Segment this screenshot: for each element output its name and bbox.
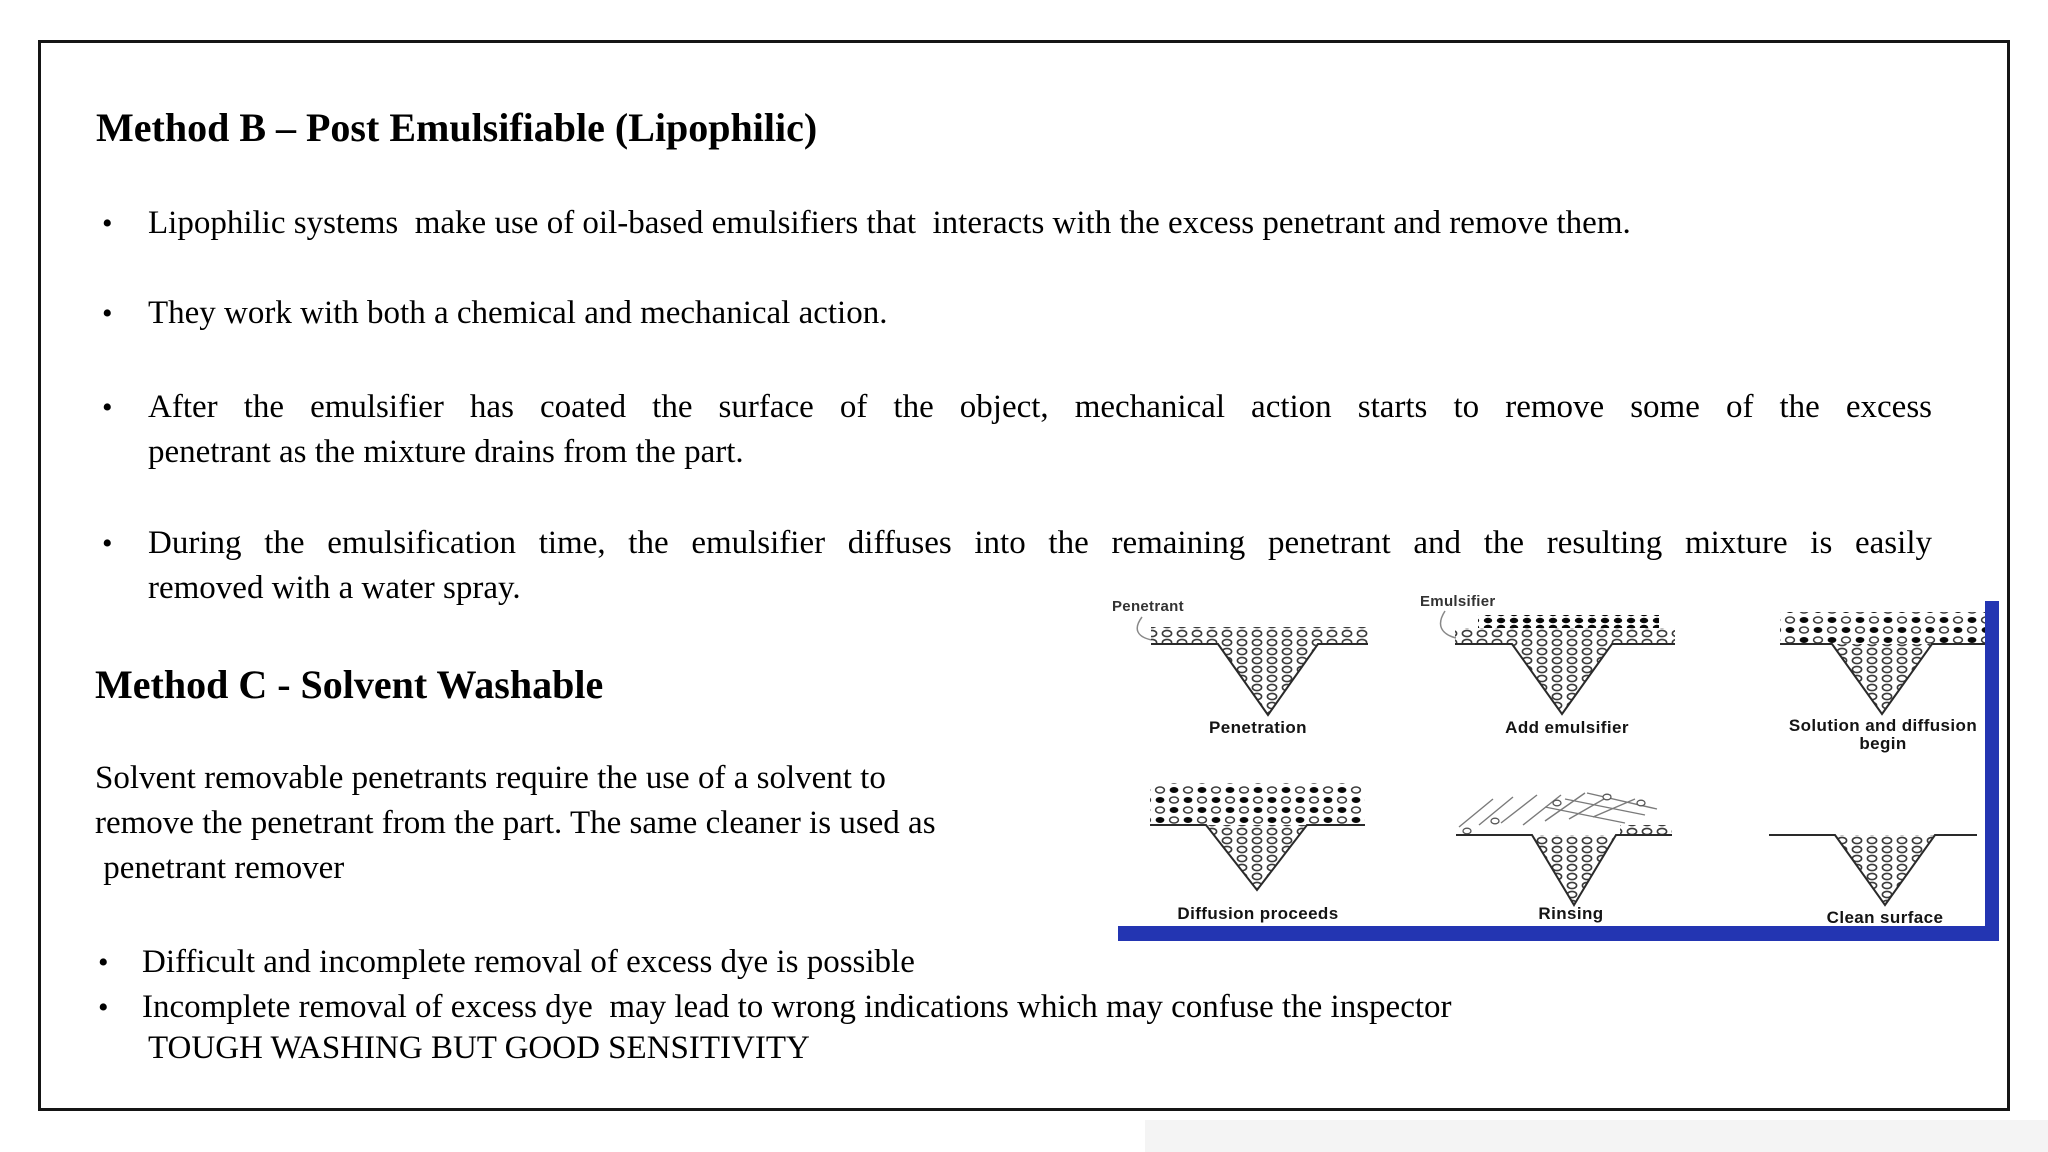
- bullet-marker: •: [98, 991, 109, 1024]
- panel-solution-diffusion: Solution and diffusion begin: [1780, 612, 1985, 753]
- caption-rinsing: Rinsing: [1538, 904, 1603, 923]
- bullet-marker: •: [102, 207, 113, 240]
- tough-washing-note: TOUGH WASHING BUT GOOD SENSITIVITY: [148, 1030, 810, 1066]
- panel-clean-surface: Clean surface: [1769, 834, 1977, 927]
- slide-border: [38, 40, 2010, 1111]
- penetrant-label: Penetrant: [1112, 598, 1184, 615]
- bullet-line: After the emulsifier has coated the surf…: [148, 389, 1932, 425]
- label-connector: [1136, 616, 1153, 641]
- caption-solution-line2: begin: [1859, 734, 1906, 753]
- spray-lines: [1458, 792, 1658, 828]
- solvent-paragraph: Solvent removable penetrants require the…: [95, 760, 936, 886]
- bullet-incomplete-removal: Incomplete removal of excess dye may lea…: [142, 989, 1452, 1025]
- panel-rinsing: Rinsing: [1456, 792, 1672, 923]
- penetrant-process-diagram: Penetrant Penetration Emulsifier Add emu…: [1112, 593, 1999, 941]
- bullet-emulsification-time: During the emulsification time, the emul…: [148, 521, 1932, 611]
- bullet-marker: •: [98, 946, 109, 979]
- bullet-marker: •: [102, 297, 113, 330]
- caption-diffusion: Diffusion proceeds: [1177, 904, 1338, 923]
- bullet-difficult-removal: Difficult and incomplete removal of exce…: [142, 944, 915, 980]
- bullet-line: During the emulsification time, the emul…: [148, 525, 1932, 561]
- panel-diffusion-proceeds: Diffusion proceeds: [1150, 783, 1365, 923]
- caption-add-emulsifier: Add emulsifier: [1505, 718, 1629, 737]
- bullet-marker: •: [102, 527, 113, 560]
- bottom-gray-strip: [1145, 1120, 2048, 1152]
- caption-solution-line1: Solution and diffusion: [1789, 716, 1977, 735]
- caption-penetration: Penetration: [1209, 718, 1307, 737]
- emulsifier-label: Emulsifier: [1420, 593, 1496, 610]
- bullet-lipophilic-systems: Lipophilic systems make use of oil-based…: [148, 205, 1631, 241]
- method-b-title: Method B – Post Emulsifiable (Lipophilic…: [96, 105, 818, 150]
- bullet-line: penetrant as the mixture drains from the…: [148, 434, 744, 470]
- bullet-emulsifier-coated: After the emulsifier has coated the surf…: [148, 385, 1932, 475]
- bullet-marker: •: [102, 391, 113, 424]
- caption-clean-surface: Clean surface: [1827, 908, 1944, 927]
- bullet-chemical-mechanical: They work with both a chemical and mecha…: [148, 295, 888, 331]
- bullet-line: removed with a water spray.: [148, 570, 521, 606]
- panel-penetration: Penetrant Penetration: [1112, 598, 1368, 737]
- spray-droplets: [1462, 793, 1646, 835]
- method-c-title: Method C - Solvent Washable: [95, 662, 604, 707]
- panel-add-emulsifier: Emulsifier Add emulsifier: [1420, 593, 1675, 737]
- label-connector: [1439, 610, 1457, 639]
- diagram-blue-border: [1118, 601, 1999, 941]
